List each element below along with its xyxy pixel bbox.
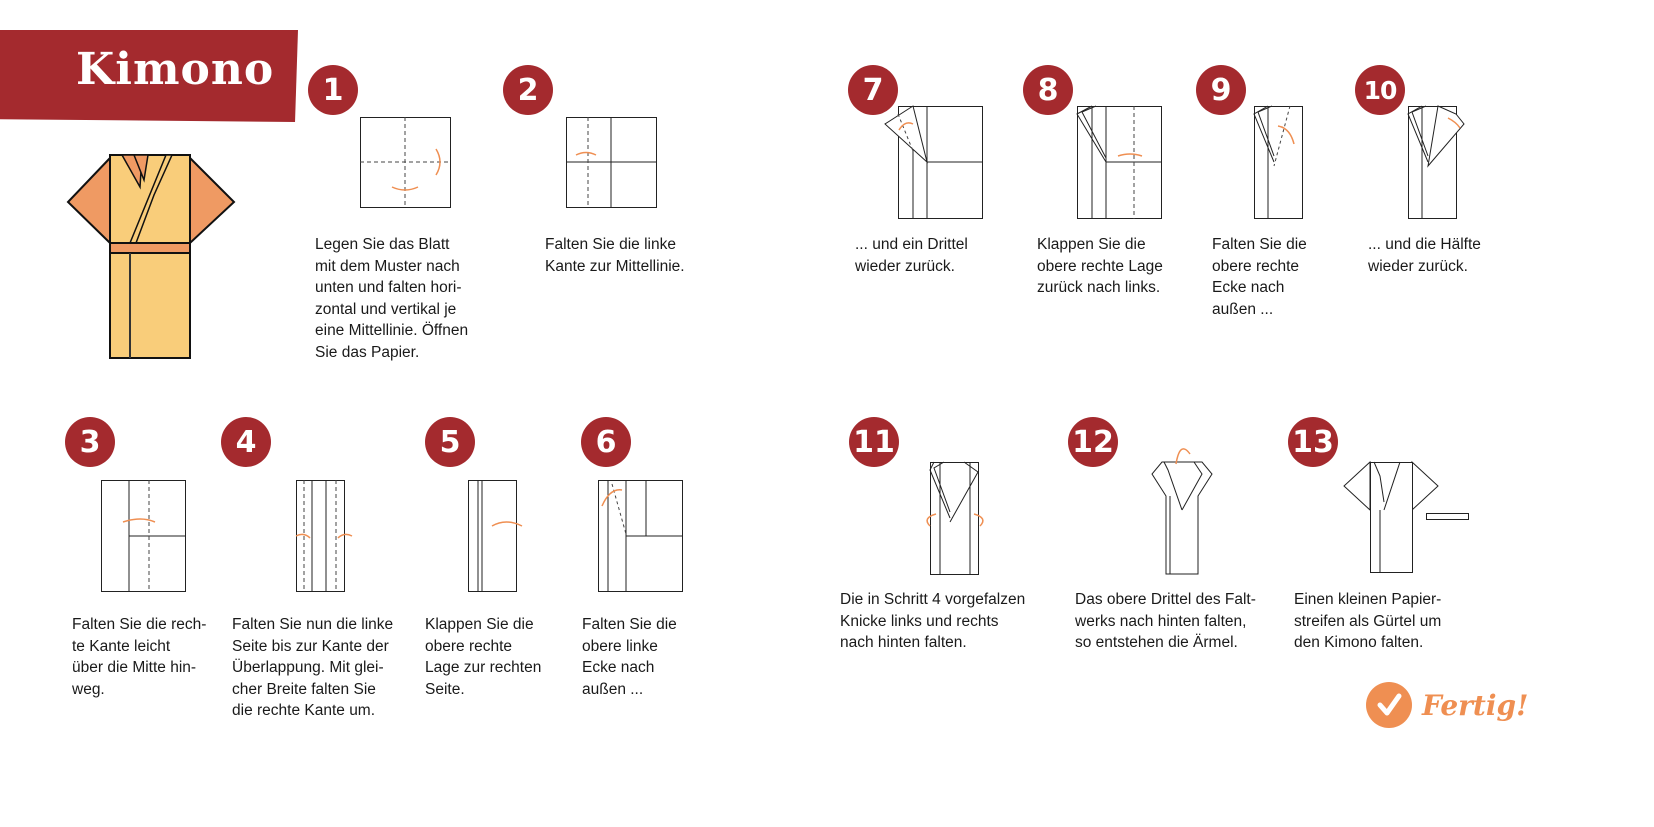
step-9-badge: 9	[1196, 65, 1246, 115]
step-4-diagram	[295, 480, 353, 592]
step-1-diagram	[360, 117, 451, 208]
step-6-text: Falten Sie die obere linke Ecke nach auß…	[582, 616, 677, 698]
step-7-badge: 7	[848, 65, 898, 115]
step-6-diagram	[598, 480, 683, 592]
step-13-text: Einen kleinen Papier- streifen als Gürte…	[1294, 591, 1442, 651]
step-10-text: ... und die Hälfte wieder zurück.	[1368, 236, 1481, 275]
step-3-diagram	[101, 480, 186, 592]
finished-label: Fertig!	[1422, 688, 1529, 722]
step-7-diagram	[884, 105, 983, 219]
page-title: Kimono	[76, 44, 275, 95]
checkmark-icon	[1366, 682, 1412, 728]
step-3-text: Falten Sie die rech- te Kante leicht übe…	[72, 616, 207, 698]
finished-kimono-illustration	[66, 154, 236, 359]
step-11-text: Die in Schritt 4 vorgefalzen Knicke link…	[840, 591, 1026, 651]
step-4-badge: 4	[221, 417, 271, 467]
step-5-diagram	[468, 480, 523, 592]
step-2-badge: 2	[503, 65, 553, 115]
step-13-diagram	[1343, 460, 1469, 573]
step-10-diagram	[1407, 105, 1465, 219]
title-banner: Kimono	[0, 30, 298, 122]
step-5-badge: 5	[425, 417, 475, 467]
step-9-text: Falten Sie die obere rechte Ecke nach au…	[1212, 236, 1307, 318]
step-8-diagram	[1076, 105, 1162, 219]
step-4-text: Falten Sie nun die linke Seite bis zur K…	[232, 616, 394, 719]
finished-indicator: Fertig!	[1366, 682, 1528, 728]
step-10-badge: 10	[1355, 65, 1405, 115]
step-2-diagram	[566, 117, 657, 208]
step-8-text: Klappen Sie die obere rechte Lage zurück…	[1037, 236, 1163, 296]
step-12-badge: 12	[1068, 417, 1118, 467]
step-5-text: Klappen Sie die obere rechte Lage zur re…	[425, 616, 542, 698]
step-13-badge: 13	[1288, 417, 1338, 467]
step-2-text: Falten Sie die linke Kante zur Mittellin…	[545, 236, 685, 275]
step-11-diagram	[926, 461, 984, 575]
step-11-badge: 11	[849, 417, 899, 467]
step-8-badge: 8	[1023, 65, 1073, 115]
step-12-diagram	[1151, 448, 1213, 575]
step-7-text: ... und ein Drittel wieder zurück.	[855, 236, 968, 275]
step-12-text: Das obere Drittel des Falt- werks nach h…	[1075, 591, 1256, 651]
step-6-badge: 6	[581, 417, 631, 467]
step-3-badge: 3	[65, 417, 115, 467]
step-1-badge: 1	[308, 65, 358, 115]
step-9-diagram	[1253, 105, 1303, 219]
step-1-text: Legen Sie das Blatt mit dem Muster nach …	[315, 236, 469, 361]
